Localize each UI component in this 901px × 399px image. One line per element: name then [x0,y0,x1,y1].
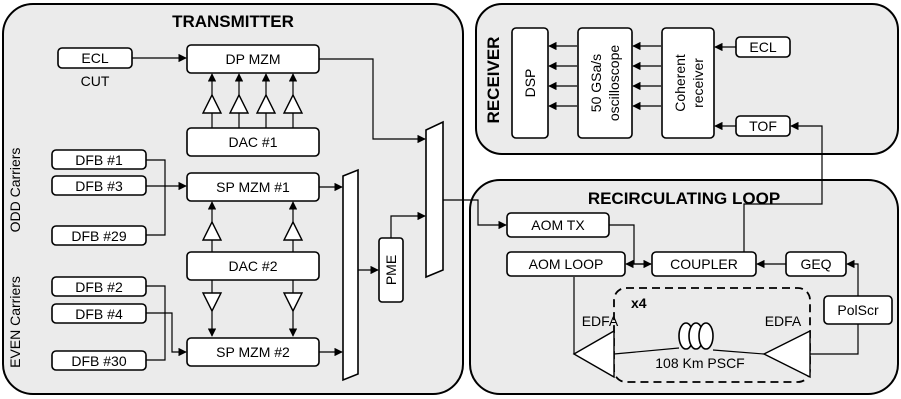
span-repeat-label: x4 [631,295,647,311]
fiber-spool-icon [678,322,714,350]
fiber-to-edfa-left [613,347,680,355]
dpmzm-to-combiner2 [319,58,426,144]
dfb2-label: DFB #2 [75,279,123,295]
rx-ecl-label: ECL [749,39,776,55]
sp-mzm2-label: SP MZM #2 [216,344,290,360]
amplifier-icon [201,93,223,114]
polscr-to-geq [846,259,859,296]
dsp-box [511,27,549,139]
oscilloscope-label-line1: 50 GSa/s [588,54,604,112]
dfb1-label: DFB #1 [75,152,123,168]
even-carriers-label: EVEN Carriers [7,276,23,368]
aom-loop-box [506,251,626,277]
aom-loop-label: AOM LOOP [529,256,604,272]
coherent-receiver-label-line1: Coherent [672,54,688,112]
coupler-label: COUPLER [670,256,738,272]
dfb29-label: DFB #29 [71,228,126,244]
dac2-lower-amplifiers [201,280,304,337]
dsp-label: DSP [522,69,538,98]
cut-wdm-combiner [425,120,444,279]
coupler-box [651,251,757,277]
odd-carriers-label: ODD Carriers [7,148,23,233]
ecl-cut-label: ECL [81,50,108,66]
loop-title: RECIRCULATING LOOP [588,189,780,208]
oscilloscope-label-line2: oscilloscope [606,45,622,121]
edfa-left-label: EDFA [582,313,619,329]
dac1-box [186,127,320,157]
amplifier-icon [201,292,223,313]
edfa-right-label: EDFA [765,313,802,329]
coherent-receiver-box [661,27,715,139]
sp-mzm1-label: SP MZM #1 [216,179,290,195]
tof-label: TOF [749,118,777,134]
coupler-to-tof [743,121,823,253]
even-to-spmzm2 [146,312,187,357]
fiber-label: 108 Km PSCF [655,355,744,371]
coherent-receiver-label-line2: receiver [690,58,706,108]
dac2-box [186,251,320,281]
amplifier-icon [282,220,304,241]
odd-even-combiner [342,168,359,382]
polscr-to-edfa-right [810,324,859,355]
dac1-label: DAC #1 [228,134,277,150]
dac1-amplifiers [201,73,304,128]
pme-label: PME [383,255,399,285]
amplifier-icon [255,93,277,114]
dp-mzm-label: DP MZM [226,51,281,67]
dfb3-label: DFB #3 [75,178,123,194]
odd-carriers-wire [146,159,166,236]
cut-label: CUT [81,73,110,89]
geq-label: GEQ [800,256,831,272]
transmitter-title: TRANSMITTER [172,12,294,31]
amplifier-icon [282,292,304,313]
aom-tx-label: AOM TX [531,217,585,233]
receiver-title: RECEIVER [484,37,503,124]
receiver-signal-arrows [548,41,661,111]
pme-to-combiner2 [390,211,426,238]
edfa-right-to-fiber [712,349,765,355]
dac2-label: DAC #2 [228,258,277,274]
amplifier-icon [228,93,250,114]
dac2-upper-amplifiers [201,201,304,252]
polscr-label: PolScr [837,302,879,318]
amplifier-icon [282,93,304,114]
dfb30-label: DFB #30 [71,353,126,369]
combiner2-to-aomtx [443,199,507,230]
oscilloscope-box [577,27,633,139]
dfb4-label: DFB #4 [75,306,123,322]
even-carriers-wire [146,285,166,361]
amplifier-icon [201,220,223,241]
